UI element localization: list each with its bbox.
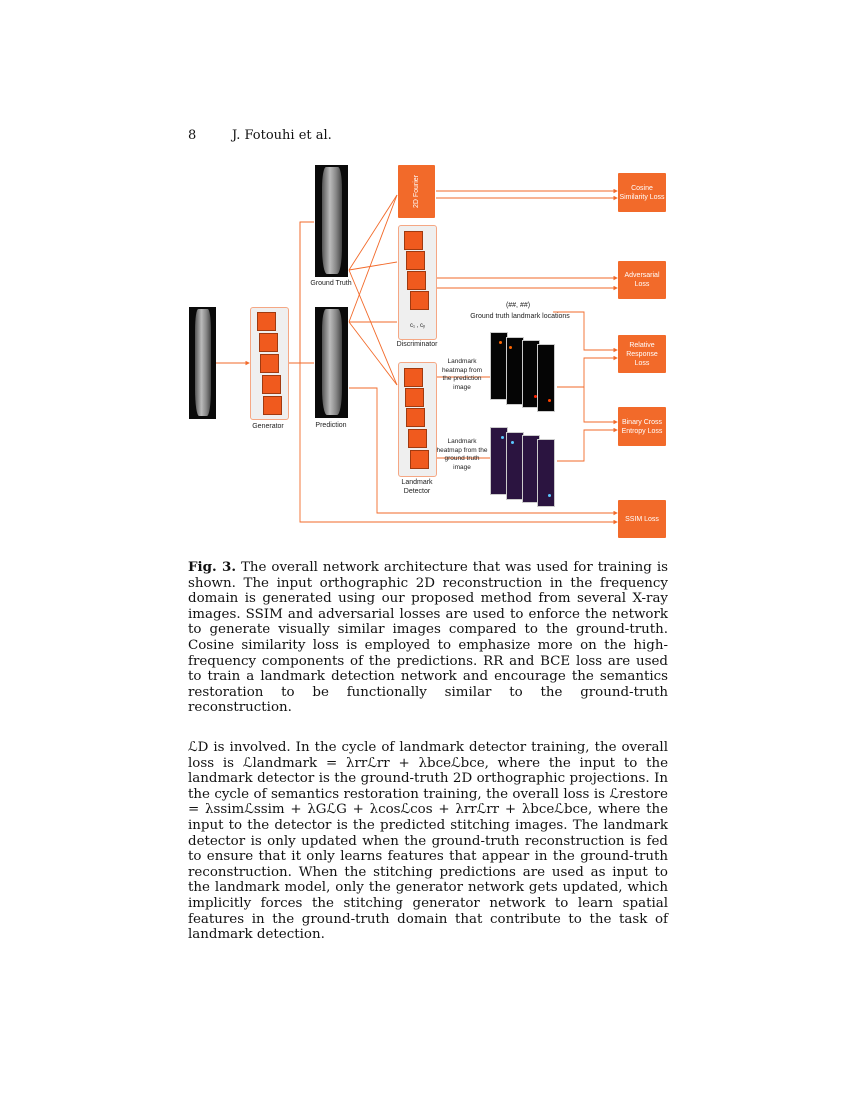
fourier-block: 2D Fourier	[398, 165, 435, 218]
ground-truth-heatmaps	[490, 427, 558, 507]
ssim-loss: SSIM Loss	[618, 500, 666, 538]
running-header: J. Fotouhi et al.	[232, 128, 332, 143]
prediction-image	[315, 307, 348, 418]
fourier-label: 2D Fourier	[412, 174, 420, 209]
ground-truth-label: Ground Truth	[310, 280, 352, 287]
prediction-heatmaps	[490, 332, 558, 412]
heatmap-ground-truth-label: Landmark heatmap from the ground truth i…	[436, 438, 488, 471]
discriminator-output: c₁ , cᵧ	[410, 323, 425, 329]
ground-truth-image	[315, 165, 348, 277]
bce-loss: Binary Cross Entropy Loss	[618, 407, 666, 446]
page-number: 8	[188, 128, 197, 143]
prediction-label: Prediction	[315, 422, 347, 429]
discriminator-network: c₁ , cᵧ	[398, 225, 437, 340]
landmark-detector-network	[398, 362, 437, 477]
gt-landmark-locations-label: Ground truth landmark locations	[470, 313, 570, 320]
caption-text: The overall network architecture that wa…	[188, 560, 669, 716]
figure-caption: Fig. 3. The overall network architecture…	[188, 559, 669, 716]
landmark-detector-label: Landmark Detector	[401, 479, 433, 495]
generator-label: Generator	[252, 423, 284, 430]
generator-network	[250, 307, 289, 420]
relative-response-loss: Relative Response Loss	[618, 335, 666, 373]
input-xray-image	[189, 307, 216, 419]
heatmap-prediction-label: Landmark heatmap from the prediction ima…	[441, 358, 483, 391]
cosine-similarity-loss: Cosine Similarity Loss	[618, 173, 666, 212]
body-paragraph: ℒD is involved. In the cycle of landmark…	[188, 740, 668, 943]
discriminator-label: Discriminator	[396, 341, 438, 348]
adversarial-loss: Adversarial Loss	[618, 261, 666, 299]
caption-label: Fig. 3.	[188, 559, 236, 575]
landmark-coords: (##, ##)	[505, 302, 531, 309]
